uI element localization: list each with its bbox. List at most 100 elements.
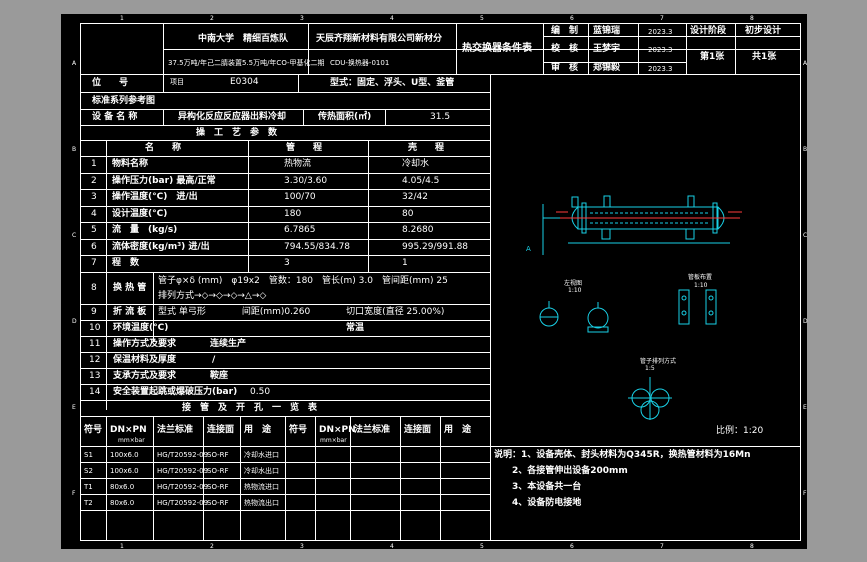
- grid-top-mark: 6: [570, 15, 574, 22]
- process-row-line: [80, 189, 490, 190]
- process-col-header-shell: 壳 程: [408, 143, 445, 153]
- item-label: 项目: [170, 78, 184, 86]
- nozzle-cell-std: HG/T20592-09: [157, 467, 209, 475]
- nozzle-header: DN×PN: [110, 425, 147, 435]
- row9-label: 折 流 板: [113, 307, 147, 317]
- process-row-tube: 180: [284, 209, 302, 219]
- row12-no: 12: [89, 355, 101, 365]
- page-number: 第1张: [700, 52, 725, 62]
- grid-left-mark: C: [72, 232, 77, 239]
- name-value: 异构化反应反应器出料冷却: [178, 112, 287, 122]
- grid-right-mark: C: [803, 232, 808, 239]
- grid-left-mark: A: [72, 60, 77, 67]
- note-3: 3、本设备共一台: [512, 482, 582, 492]
- process-header: 操 工 艺 参 数: [196, 128, 278, 138]
- process-row-name: 设计温度(°C): [112, 209, 168, 219]
- stage-value: 初步设计: [745, 26, 782, 36]
- process-row-no: 4: [91, 209, 97, 219]
- grid-top-mark: 2: [210, 15, 214, 22]
- row12-value: /: [212, 355, 216, 365]
- drawing-number: CDU-换热器-0101: [330, 59, 390, 67]
- row11-value: 连续生产: [210, 339, 247, 349]
- layout-label: 管子排列方式: [640, 358, 677, 365]
- nozzle-cell-std: HG/T20592-09: [157, 451, 209, 459]
- doc-title: 热交换器条件表: [462, 43, 532, 54]
- process-col-sub: [153, 272, 154, 342]
- type-label: 型式：固定、浮头、U型、釜管: [330, 78, 455, 88]
- row13-no: 13: [89, 371, 101, 381]
- title-col-line: [308, 23, 309, 74]
- row13-label: 支承方式及要求: [113, 371, 177, 381]
- name-label: 设 备 名 称: [92, 112, 138, 122]
- pos-label: 位 号: [92, 78, 129, 88]
- grid-bottom-mark: 7: [660, 543, 664, 550]
- note-1: 说明：1、设备壳体、封头材料为Q345R，换热管材料为16Mn: [494, 450, 751, 460]
- grid-bottom-mark: 1: [120, 543, 124, 550]
- nozzle-header: 用 途: [444, 425, 472, 435]
- side-view-saddle: [539, 301, 609, 333]
- info-line: [80, 109, 490, 110]
- title-col-line: [456, 23, 457, 74]
- row12-label: 保温材料及厚度: [113, 355, 177, 365]
- scale-label: 比例：1:20: [716, 426, 764, 436]
- nozzle-cell-dn: 80x6.0: [110, 483, 135, 491]
- process-row-no: 2: [91, 176, 97, 186]
- process-row-shell: 4.05/4.5: [402, 176, 440, 186]
- title-col-line: [638, 23, 639, 74]
- tube-sheet-views: [678, 289, 717, 325]
- drawing-sheet: [61, 14, 807, 549]
- nozzle-cell-sym: S1: [84, 451, 93, 459]
- row-line: [80, 272, 490, 273]
- name-prepared: 蓝锦瑞: [593, 26, 621, 36]
- process-col-header-tube: 管 程: [286, 143, 323, 153]
- nozzle-row-line: [80, 510, 490, 511]
- info-line: [80, 92, 490, 93]
- process-row-tube: 794.55/834.78: [284, 242, 351, 252]
- centerlines: [556, 211, 742, 219]
- nozzle-cell-face: SO-RF: [207, 451, 229, 459]
- row11-label: 操作方式及要求: [113, 339, 177, 349]
- info-col: [385, 109, 386, 125]
- process-row-shell: 32/42: [402, 192, 428, 202]
- nozzle-header: 符号: [84, 425, 103, 435]
- grid-bottom-mark: 8: [750, 543, 754, 550]
- name-approved: 郑锦毅: [593, 63, 621, 73]
- row8-label: 换 热 管: [113, 283, 147, 293]
- row13-value: 鞍座: [210, 371, 229, 381]
- std-label: 标准系列参考图: [92, 96, 156, 106]
- info-line: [80, 125, 490, 126]
- date-approved: 2023.3: [648, 65, 673, 73]
- process-row-shell: 80: [402, 209, 414, 219]
- process-row-line: [80, 173, 490, 174]
- grid-top-mark: 5: [480, 15, 484, 22]
- row8-line2: 排列方式→◇→◇→◇→△→◇: [158, 291, 267, 301]
- title-col-line: [735, 23, 736, 74]
- date-checked: 2023.3: [648, 46, 673, 54]
- nozzle-header: 符号: [289, 425, 308, 435]
- row-line: [80, 384, 490, 385]
- title-bottom-line: [80, 74, 801, 75]
- process-row-line: [80, 255, 490, 256]
- grid-right-mark: D: [803, 318, 808, 325]
- process-row-tube: 3.30/3.60: [284, 176, 328, 186]
- name-checked: 王梦宇: [593, 44, 621, 54]
- nozzle-cell-sym: T1: [84, 483, 93, 491]
- row9-value: 型式 单弓形 间距(mm)0.260 切口宽度(直径 25.00%): [158, 307, 445, 317]
- grid-bottom-mark: 6: [570, 543, 574, 550]
- grid-left-mark: D: [72, 318, 77, 325]
- title-col-line: [163, 23, 164, 74]
- grid-left-mark: F: [72, 490, 76, 497]
- table-right-border: [490, 74, 491, 541]
- nozzle-cell-sym: S2: [84, 467, 93, 475]
- row8-line1: 管子φ×δ (mm) φ19x2 管数：180 管长(m) 3.0 管间距(mm…: [158, 276, 448, 286]
- nozzle-title: 接 管 及 开 孔 一 览 表: [182, 403, 318, 413]
- note-4: 4、设备防电接地: [512, 498, 582, 508]
- info-col: [303, 109, 304, 125]
- row-line: [80, 368, 490, 369]
- process-row-tube: 100/70: [284, 192, 316, 202]
- process-row-shell: 995.29/991.88: [402, 242, 469, 252]
- row-line: [80, 336, 490, 337]
- grid-bottom-mark: 2: [210, 543, 214, 550]
- nozzle-cell-use: 热物流出口: [244, 499, 279, 507]
- layout-scale: 1:5: [645, 365, 655, 372]
